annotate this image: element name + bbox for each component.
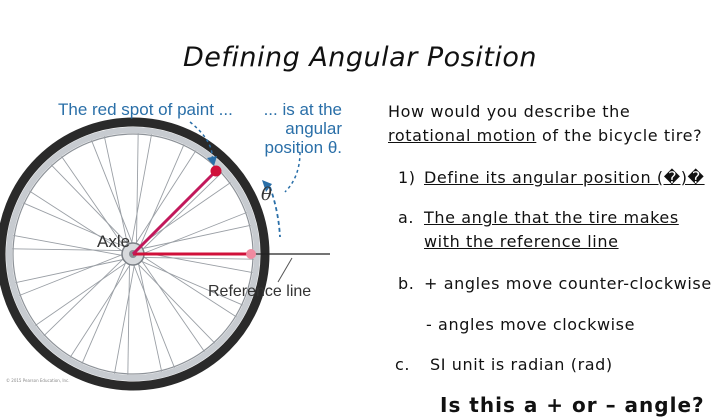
spoke: [23, 202, 127, 249]
spoke: [43, 257, 125, 337]
item-c-marker: c.: [395, 355, 411, 374]
reference-line-label: Reference line: [208, 283, 312, 300]
reference-leader: [277, 257, 293, 283]
item-c-text: SI unit is radian (rad): [430, 355, 613, 374]
item-b-marker: b.: [398, 274, 415, 293]
spoke: [15, 258, 126, 284]
item-a-line-2: with the reference line: [424, 232, 619, 251]
spoke: [141, 171, 223, 251]
spoke: [141, 212, 247, 255]
rotational-motion-text: rotational motion: [388, 126, 537, 145]
item-a-line-1: The angle that the tire makes: [424, 208, 679, 227]
spoke: [132, 262, 175, 368]
spokes: [12, 133, 254, 375]
spoke: [139, 259, 243, 306]
item-b-line-2: - angles move clockwise: [426, 315, 636, 334]
spoke: [140, 224, 251, 250]
spoke: [29, 190, 125, 253]
angle-line: [131, 169, 218, 256]
spoke: [19, 253, 125, 296]
item-a-marker: a.: [398, 208, 415, 227]
spoke: [130, 134, 152, 246]
spoke: [141, 256, 254, 260]
angle-pointer: [284, 151, 301, 193]
spoke: [35, 261, 129, 326]
spoke: [141, 255, 237, 318]
reference-spot: [246, 249, 256, 259]
spoke: [103, 136, 129, 247]
spoke: [81, 260, 128, 364]
paint-label: The red spot of paint ...: [58, 100, 233, 119]
spoke: [137, 182, 231, 247]
spoke: [134, 150, 197, 246]
theta-symbol: θ: [261, 184, 272, 205]
copyright-text: © 2015 Pearson Education, Inc.: [6, 378, 70, 383]
bottom-question-cut: Is this a + or – angle?: [440, 393, 705, 417]
spoke: [50, 164, 130, 246]
slide-title: Defining Angular Position: [182, 42, 537, 73]
wheel-illustration: [0, 117, 330, 391]
bicycle-wheel-figure: The red spot of paint ... ... is at the …: [0, 92, 380, 405]
spoke: [135, 133, 139, 246]
intro-line-2: rotational motion of the bicycle tire?: [388, 126, 703, 145]
red-paint-spot: [210, 165, 222, 177]
spoke: [91, 140, 134, 246]
spoke: [141, 251, 253, 273]
spoke: [138, 144, 185, 248]
spoke: [140, 258, 205, 352]
spoke: [61, 156, 126, 250]
spoke: [136, 262, 216, 344]
axle-label: Axle: [97, 232, 131, 251]
item-1-number: 1): [398, 168, 416, 187]
spoke: [13, 235, 125, 257]
spoke: [114, 262, 136, 374]
spoke: [69, 262, 132, 358]
item-1-text: Define its angular position (�)�: [424, 168, 705, 187]
spoke: [137, 261, 163, 372]
intro-line-1: How would you describe the: [388, 102, 631, 121]
spoke: [127, 262, 131, 375]
angular-position-label: ... is at the angular position θ.: [263, 100, 342, 157]
item-b-line-1: + angles move counter-clockwise: [424, 274, 712, 293]
theta-arc: [269, 186, 281, 238]
spoke: [12, 248, 125, 252]
